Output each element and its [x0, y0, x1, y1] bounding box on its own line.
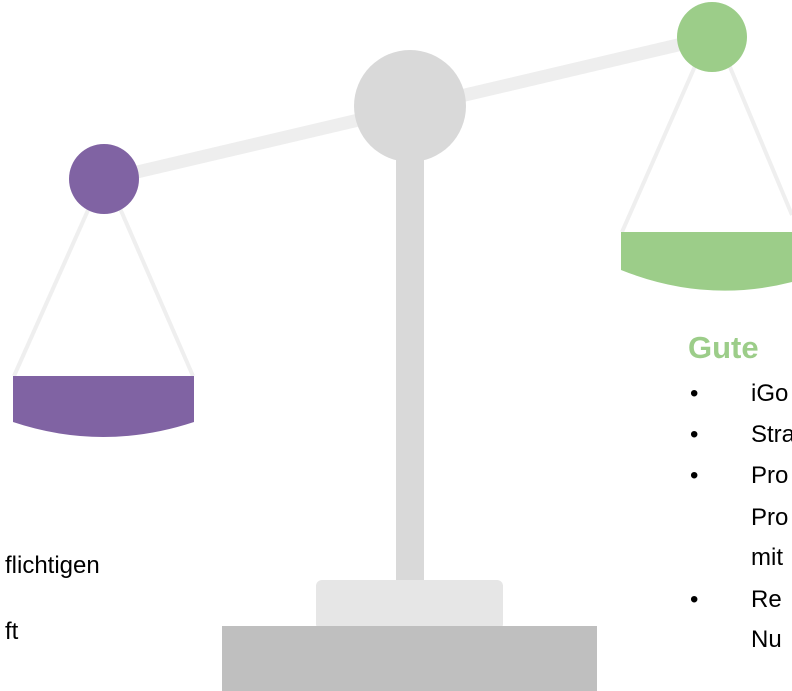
bullet-dot: •	[690, 462, 699, 489]
left-pan-string-right	[110, 189, 195, 377]
left-pan-string-left	[12, 189, 99, 377]
bullet-dot: •	[690, 421, 699, 448]
bullet-text: Pro	[751, 504, 789, 531]
scale-pillar	[396, 140, 424, 590]
right-panel-heading: Gute	[688, 330, 759, 365]
bullet-text: Nu	[751, 626, 782, 653]
left-panel-text-line: ft	[5, 618, 19, 645]
right-pan-string-left	[620, 47, 705, 233]
right-beam-end	[677, 2, 747, 72]
scale-pivot	[354, 50, 466, 162]
left-beam-end	[69, 144, 139, 214]
bullet-text: Re	[751, 586, 782, 613]
scale-base-top	[316, 580, 503, 630]
scale-base-bottom	[222, 626, 597, 691]
left-panel-text-line: flichtigen	[5, 552, 100, 579]
bullet-dot: •	[690, 586, 699, 613]
left-pan	[13, 376, 194, 437]
bullet-text: iGo	[751, 380, 789, 407]
bullet-dot: •	[690, 380, 699, 407]
bullet-text: Pro	[751, 462, 789, 489]
bullet-text: Stra	[751, 421, 792, 448]
right-pan-string-right	[720, 47, 792, 216]
right-pan	[621, 232, 792, 291]
bullet-text: mit	[751, 544, 783, 571]
